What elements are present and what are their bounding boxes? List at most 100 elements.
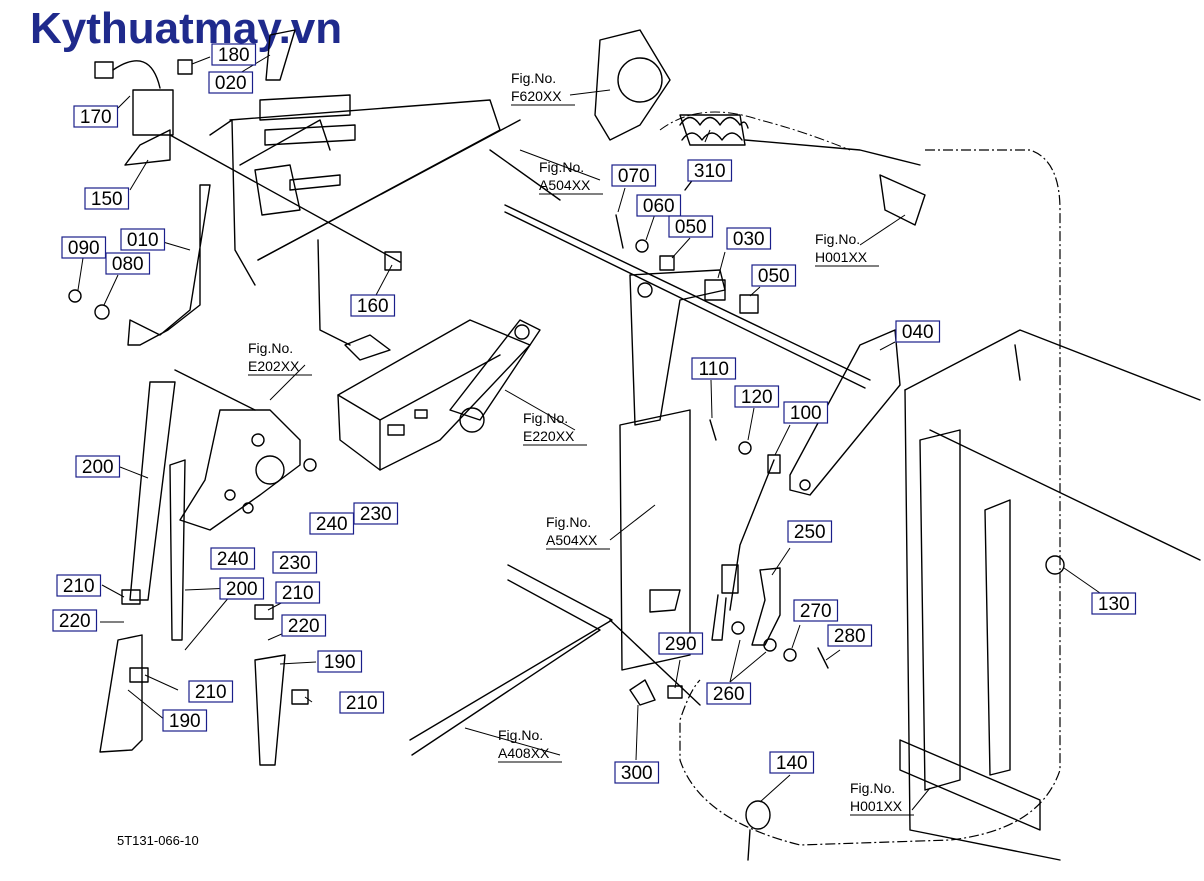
svg-text:280: 280 <box>834 626 866 647</box>
svg-text:270: 270 <box>800 601 832 622</box>
svg-text:Fig.No.: Fig.No. <box>248 340 293 356</box>
svg-text:A408XX: A408XX <box>498 745 550 761</box>
part-label-290: 290 <box>658 632 704 655</box>
part-label-080: 080 <box>105 252 151 275</box>
svg-text:190: 190 <box>324 652 356 673</box>
fig-ref-H001XX: Fig.No. H001XX <box>815 231 879 267</box>
part-label-140: 140 <box>769 751 815 774</box>
svg-text:210: 210 <box>63 576 95 597</box>
svg-text:H001XX: H001XX <box>815 249 868 265</box>
part-label-230: 230 <box>272 551 318 574</box>
svg-text:160: 160 <box>357 296 389 317</box>
svg-text:Fig.No.: Fig.No. <box>850 780 895 796</box>
svg-text:310: 310 <box>694 161 726 182</box>
part-label-040: 040 <box>895 320 941 343</box>
svg-text:260: 260 <box>713 684 745 705</box>
part-label-070: 070 <box>611 164 657 187</box>
svg-text:H001XX: H001XX <box>850 798 903 814</box>
svg-text:210: 210 <box>195 682 227 703</box>
left-rod-assembly <box>68 29 402 766</box>
svg-text:230: 230 <box>360 504 392 525</box>
svg-text:F620XX: F620XX <box>511 88 562 104</box>
spring-310 <box>679 116 749 141</box>
svg-text:E220XX: E220XX <box>523 428 575 444</box>
part-label-100: 100 <box>783 401 829 424</box>
part-label-240: 240 <box>309 512 355 535</box>
part-label-030: 030 <box>726 227 772 250</box>
svg-text:230: 230 <box>279 553 311 574</box>
svg-text:190: 190 <box>169 711 201 732</box>
part-label-210: 210 <box>188 680 234 703</box>
svg-text:Fig.No.: Fig.No. <box>539 159 584 175</box>
svg-text:300: 300 <box>621 763 653 784</box>
drawing-code: 5T131-066-10 <box>117 833 199 848</box>
fig-ref-F620XX: Fig.No. F620XX <box>511 70 575 106</box>
svg-text:Fig.No.: Fig.No. <box>511 70 556 86</box>
svg-text:210: 210 <box>282 583 314 604</box>
svg-text:090: 090 <box>68 238 100 259</box>
part-label-130: 130 <box>1091 592 1137 615</box>
svg-text:240: 240 <box>217 549 249 570</box>
part-label-110: 110 <box>691 357 737 380</box>
fig-ref-A504XX: Fig.No.A504XX <box>546 514 610 550</box>
svg-text:150: 150 <box>91 189 123 210</box>
part-label-120: 120 <box>734 385 780 408</box>
part-label-250: 250 <box>787 520 833 543</box>
svg-text:050: 050 <box>675 217 707 238</box>
center-bracket <box>317 239 541 471</box>
svg-text:Fig.No.: Fig.No. <box>523 410 568 426</box>
svg-text:120: 120 <box>741 387 773 408</box>
cable-route <box>679 149 1061 846</box>
svg-text:110: 110 <box>699 359 729 380</box>
part-label-090: 090 <box>61 236 107 259</box>
part-label-190: 190 <box>317 650 363 673</box>
svg-text:210: 210 <box>346 693 378 714</box>
part-label-200: 200 <box>75 455 121 478</box>
fig-ref-A504XX: Fig.No.A504XX <box>539 159 603 195</box>
svg-text:130: 130 <box>1098 594 1130 615</box>
fig-ref-H001XX: Fig.No. H001XX <box>850 780 914 816</box>
part-label-200: 200 <box>219 577 265 600</box>
part-label-210: 210 <box>339 691 385 714</box>
svg-text:200: 200 <box>226 579 258 600</box>
part-label-220: 220 <box>52 609 98 632</box>
part-label-260: 260 <box>706 682 752 705</box>
cable-route-2 <box>659 111 851 151</box>
svg-text:220: 220 <box>288 616 320 637</box>
part-label-060: 060 <box>636 194 682 217</box>
cable-linkage <box>684 169 829 861</box>
svg-text:250: 250 <box>794 522 826 543</box>
svg-text:100: 100 <box>790 403 822 424</box>
fig-ref-E202XX: Fig.No. E202XX <box>248 340 312 376</box>
svg-text:060: 060 <box>643 196 675 217</box>
part-label-020: 020 <box>208 71 254 94</box>
part-label-180: 180 <box>211 43 257 66</box>
part-label-160: 160 <box>350 294 396 317</box>
part-label-050: 050 <box>751 264 797 287</box>
fig-ref-A408XX: Fig.No.A408XX <box>498 727 562 763</box>
part-label-240: 240 <box>210 547 256 570</box>
part-label-210: 210 <box>56 574 102 597</box>
fig-ref-E220XX: Fig.No. E220XX <box>523 410 587 446</box>
part-label-220: 220 <box>281 614 327 637</box>
upper-frame-outline <box>209 94 561 286</box>
lower-bracket <box>409 409 701 756</box>
svg-text:030: 030 <box>733 229 765 250</box>
part-label-270: 270 <box>793 599 839 622</box>
svg-text:E202XX: E202XX <box>248 358 300 374</box>
svg-text:040: 040 <box>902 322 934 343</box>
fig-ref-layer: Fig.No.F620XXFig.No.A504XXFig.No.H001XXF… <box>248 70 914 816</box>
part-label-280: 280 <box>827 624 873 647</box>
svg-text:140: 140 <box>776 753 808 774</box>
part-label-010: 010 <box>120 228 166 251</box>
part-label-150: 150 <box>84 187 130 210</box>
svg-text:080: 080 <box>112 254 144 275</box>
right-frame <box>899 329 1201 861</box>
shaft-assembly <box>504 29 926 496</box>
part-label-310: 310 <box>687 159 733 182</box>
svg-text:070: 070 <box>618 166 650 187</box>
part-label-300: 300 <box>614 761 660 784</box>
svg-text:Fig.No.: Fig.No. <box>815 231 860 247</box>
